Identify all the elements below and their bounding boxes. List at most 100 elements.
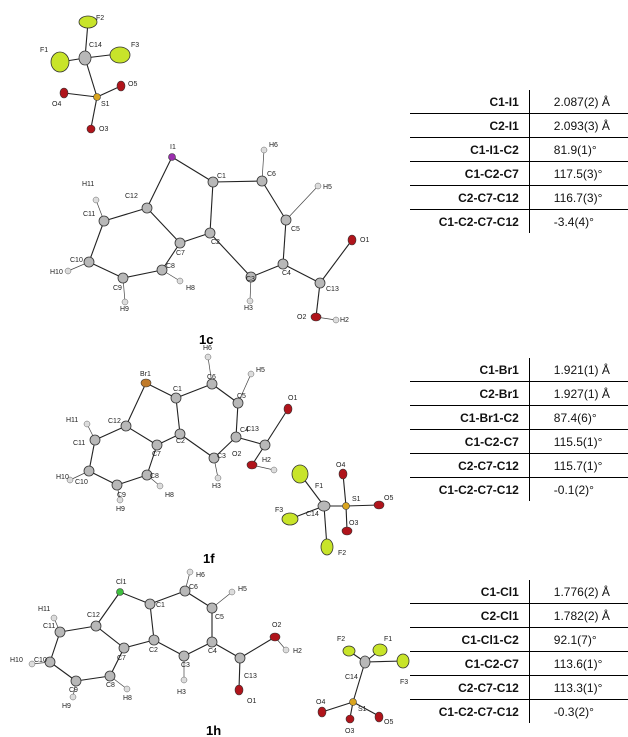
atom-label: C7 [176,250,185,257]
atom-label: C9 [113,285,122,292]
hydrogen-atom [121,298,129,306]
value-cell: 113.3(1)° [528,675,628,700]
carbon-atom [54,626,66,638]
atom-label: O4 [52,101,61,108]
carbon-atom [230,431,242,443]
atom-label: C3 [217,453,226,460]
table-row: C1-C2-C7-C12-3.4(4)° [410,209,628,233]
atom-label: C2 [149,647,158,654]
hydrogen-atom [180,676,188,684]
atom-label: F2 [337,636,345,643]
oxygen-atom [310,312,322,322]
atom-label: O4 [336,462,345,469]
oxygen-atom [86,124,96,134]
atom-label: O3 [349,520,358,527]
hydrogen-atom [66,476,74,484]
atom-label: F3 [131,42,139,49]
carbon-atom [259,439,271,451]
oxygen-atom [269,632,281,642]
carbon-atom [206,378,218,390]
atom-label: C7 [152,451,161,458]
carbon-atom [314,277,326,289]
atom-label: F1 [315,483,323,490]
hydrogen-atom [270,466,278,474]
atom-label: H3 [177,689,186,696]
carbon-atom [151,439,163,451]
atom-label: C4 [282,270,291,277]
atom-label: O2 [272,622,281,629]
atom-label: H6 [203,345,212,352]
cation-1f: Br1 C1 C6 H6 H5 C5 C4 C3 H3 C2 C7 C12 C1… [56,345,297,513]
carbon-atom [277,258,289,270]
parameter-cell: C1-I1 [489,94,519,109]
carbon-atom [174,428,186,440]
value-cell: -3.4(4)° [528,209,628,233]
carbon-atom [317,500,331,512]
atom-label: Cl1 [116,579,127,586]
oxygen-atom [374,711,384,723]
atom-label: C12 [108,418,121,425]
atom-label: Br1 [140,371,151,378]
parameter-cell: C1-C2-C7 [464,434,519,449]
hydrogen-atom [176,277,184,285]
fluorine-atom [50,51,70,73]
carbon-atom [144,598,156,610]
atom-label: S1 [101,101,110,108]
atom-label: H10 [10,657,23,664]
oxygen-atom [347,234,357,246]
carbon-atom [207,176,219,188]
atom-label: C10 [70,257,83,264]
hydrogen-atom [228,588,236,596]
carbon-atom [245,271,257,283]
atom-label: C8 [150,473,159,480]
sulfur-atom [93,93,101,101]
hydrogen-atom [246,297,254,305]
atom-label: C5 [237,393,246,400]
carbon-atom [204,227,216,239]
atom-label: H5 [323,184,332,191]
atom-label: H5 [238,586,247,593]
carbon-atom [104,670,116,682]
carbon-atom [156,264,168,276]
atom-label: C1 [217,173,226,180]
atom-label: C8 [166,263,175,270]
atom-label: S1 [352,496,361,503]
fluorine-atom [109,46,131,64]
carbon-atom [98,215,110,227]
atom-label: H10 [56,474,69,481]
atom-label: H9 [120,306,129,313]
atom-label: H5 [256,367,265,374]
carbon-atom [206,636,218,648]
carbon-atom [234,652,246,664]
atom-label: C13 [246,426,259,433]
atom-label: O4 [316,699,325,706]
hydrogen-atom [204,353,212,361]
cation-1h: Cl1 C1 C6 H6 H5 C5 C4 C3 H3 C2 C7 C12 C1… [10,568,302,710]
carbon-atom [208,452,220,464]
atom-label: S1 [358,706,367,713]
value-cell: 117.5(3)° [528,161,628,186]
atom-label: C5 [215,614,224,621]
hydrogen-atom [314,182,322,190]
hydrogen-atom [156,482,164,490]
carbon-atom [111,479,123,491]
carbon-atom [148,634,160,646]
parameter-cell: C1-I1-C2 [470,142,519,157]
hydrogen-atom [186,568,194,576]
atom-label: C13 [326,286,339,293]
oxygen-atom [373,500,385,510]
atom-label: C5 [291,226,300,233]
hydrogen-atom [116,496,124,504]
iodine-atom [168,153,176,161]
atom-label: F3 [400,679,408,686]
parameter-cell: C2-I1 [489,118,519,133]
oxygen-atom [338,468,348,480]
structure-1f: Br1 C1 C6 H6 H5 C5 C4 C3 H3 C2 C7 C12 C1… [56,345,393,566]
